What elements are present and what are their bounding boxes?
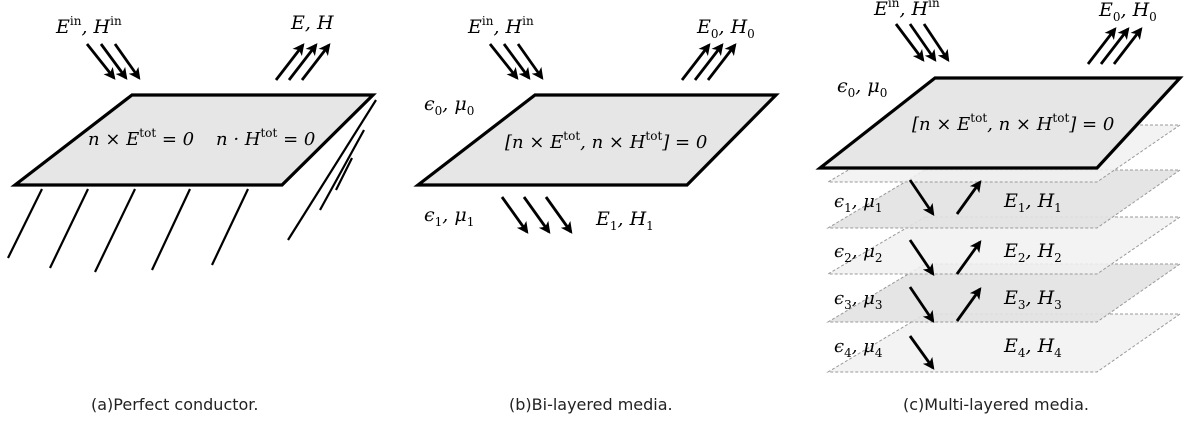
transmitted-arrows [500,196,573,234]
layer-4-medium: ϵ4, μ4 [834,336,883,360]
reflected-arrows [274,43,331,81]
incident-label: Ein, Hin [55,14,122,38]
incident-label: Ein, Hin [467,14,534,38]
layer-2-fields: E2, H2 [1003,240,1062,265]
lower-medium-label: ϵ1, μ1 [424,204,474,229]
caption-b: (b)Bi-layered media. [509,395,673,414]
incident-label: Ein, Hin [873,0,940,20]
reflected-arrows [680,43,737,81]
layer-4-fields: E4, H4 [1003,335,1062,360]
outgoing-label: E0, H0 [1098,0,1157,24]
transmitted-label: E1, H1 [595,208,654,233]
caption-c: (c)Multi-layered media. [903,395,1089,414]
interface-condition: [n × Etot, n × Htot] = 0 [505,129,707,153]
layer-3-medium: ϵ3, μ3 [834,288,883,312]
layer-1-fields: E1, H1 [1003,190,1062,215]
interface-condition: [n × Etot, n × Htot] = 0 [912,111,1114,135]
panel-b: Ein, Hin E0, H0 ϵ0, μ0 [n × Etot, n × Ht… [413,14,780,414]
layer-1-medium: ϵ1, μ1 [834,191,883,215]
outgoing-label: E, H [290,12,334,34]
panel-c: Ein, Hin E0, H0 ϵ0, μ0 [n × Etot, n × Ht… [815,0,1184,414]
layer-arrows [908,179,982,370]
top-interface-plate [815,76,1184,170]
layer-3-fields: E3, H3 [1003,287,1062,312]
outgoing-label: E0, H0 [696,16,755,41]
caption-a: (a)Perfect conductor. [91,395,259,414]
panel-a: Ein, Hin E, H n × Etot = 0 n · Htot = 0 … [7,12,377,414]
interface-plate [413,93,780,187]
conductor-plate [10,93,377,187]
incident-arrows [894,23,950,62]
reflected-arrows [1086,27,1143,65]
upper-medium-label: ϵ0, μ0 [837,75,887,100]
layer-2-medium: ϵ2, μ2 [834,241,883,265]
incident-arrows [85,43,141,80]
upper-medium-label: ϵ0, μ0 [424,93,474,118]
incident-arrows [488,43,544,80]
conductor-hatching [7,99,377,273]
